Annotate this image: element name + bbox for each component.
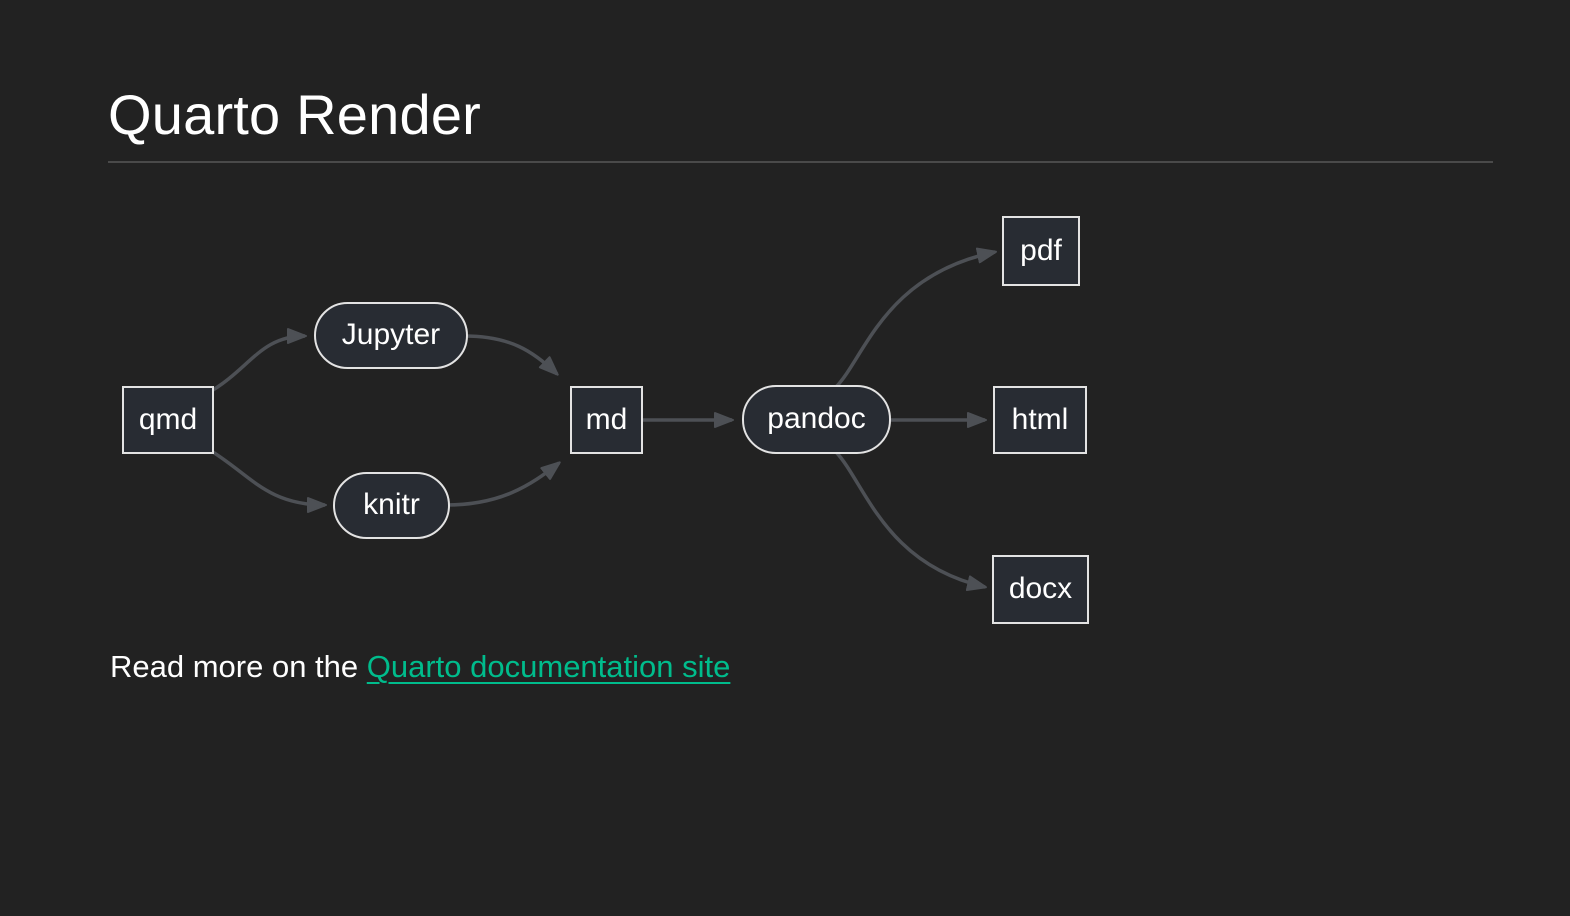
- page-container: Quarto Render qmd Jupyter knitr md pando…: [108, 83, 1493, 685]
- quarto-render-flowchart: qmd Jupyter knitr md pandoc pdf html doc…: [108, 199, 1108, 639]
- node-jupyter: Jupyter: [314, 301, 468, 369]
- edge-knitr-md: [445, 461, 561, 507]
- read-more-prefix: Read more on the: [110, 648, 367, 684]
- title-divider: [108, 160, 1493, 163]
- node-html: html: [993, 385, 1087, 454]
- read-more-text: Read more on the Quarto documentation si…: [110, 649, 1493, 685]
- edge-pandoc-pdf: [834, 247, 997, 389]
- page-title: Quarto Render: [108, 83, 482, 146]
- edge-qmd-knitr: [207, 447, 327, 513]
- node-qmd: qmd: [122, 385, 214, 454]
- node-pdf: pdf: [1002, 215, 1080, 286]
- node-docx: docx: [992, 554, 1089, 624]
- edge-pandoc-docx: [834, 450, 987, 591]
- node-md: md: [570, 385, 643, 454]
- node-knitr: knitr: [333, 471, 450, 539]
- quarto-documentation-link[interactable]: Quarto documentation site: [366, 648, 731, 684]
- edge-qmd-jupyter: [207, 327, 307, 395]
- flowchart-edges: [207, 247, 997, 591]
- node-pandoc: pandoc: [742, 384, 891, 454]
- edge-jupyter-md: [463, 334, 559, 376]
